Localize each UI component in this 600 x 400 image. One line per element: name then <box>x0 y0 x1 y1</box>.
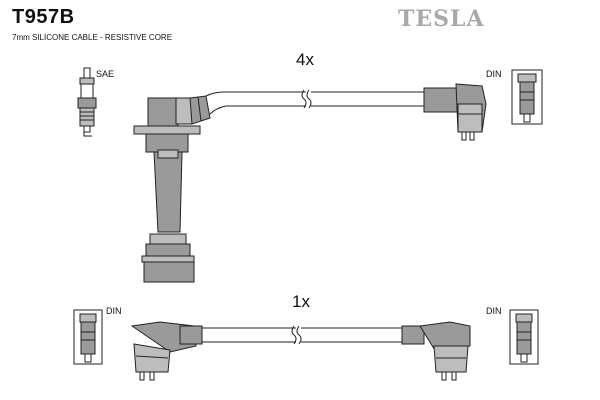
sae-label: SAE <box>96 69 115 79</box>
quantity-bottom-lead: 1x <box>292 292 310 311</box>
din-label-bottom-left: DIN <box>106 306 122 316</box>
top-lead-plug-boot <box>133 95 211 283</box>
brand-logo: TESLA <box>398 6 485 32</box>
din-label-bottom-right: DIN <box>486 306 502 316</box>
bottom-lead-left-elbow-connector <box>130 321 203 381</box>
bottom-lead-right-elbow-connector <box>401 321 471 381</box>
part-number: T957B <box>12 6 75 28</box>
cable-spec: 7mm SILICONE CABLE - RESISTIVE CORE <box>12 33 173 42</box>
bottom-lead-cable <box>202 325 402 345</box>
quantity-top-lead: 4x <box>296 50 314 69</box>
top-lead-din-elbow-connector <box>423 83 487 141</box>
top-lead-cable <box>205 89 424 115</box>
din-terminal-top-right-icon <box>511 69 543 125</box>
din-terminal-bottom-left-icon <box>73 309 103 365</box>
din-terminal-bottom-right-icon <box>509 309 539 365</box>
din-label-top-right: DIN <box>486 69 502 79</box>
sae-spark-plug-icon <box>77 67 97 137</box>
